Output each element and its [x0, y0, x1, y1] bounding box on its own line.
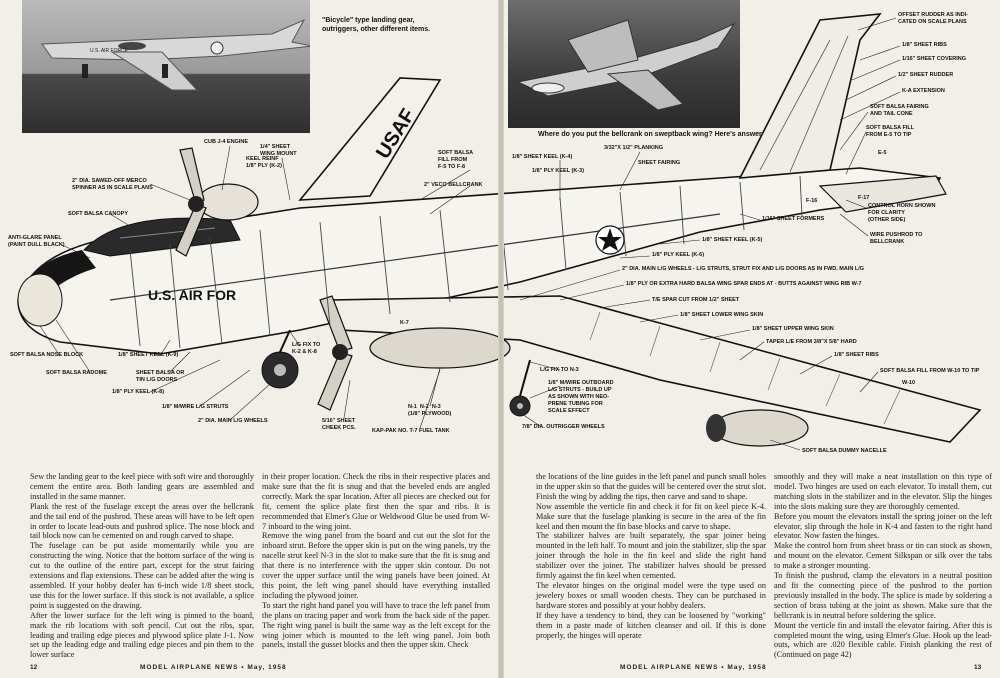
page-number-left: 12: [30, 664, 38, 671]
callout-label: 1/2" SHEET RUDDER: [898, 72, 954, 78]
callout-label: WIRE PUSHROD TO BELLCRANK: [870, 232, 923, 245]
callout-label: 1/8" PLY KEEL (K-6): [652, 252, 705, 258]
callout-label: T/E SPAR CUT FROM 1/2" SHEET: [652, 297, 740, 303]
callout-label: TAPER L/E FROM 3/8"X 5/8" HARD: [766, 339, 857, 345]
callout-label: 1/8" SHEET RIBS: [902, 42, 947, 48]
callout-label: 2" DIA. MAIN L/G WHEELS: [198, 418, 268, 424]
callout-label: SOFT BALSA FAIRING AND TAIL CONE: [870, 104, 929, 117]
callout-label: F-17: [858, 195, 870, 201]
callout-label: KAP-PAK NO. T-7 FUEL TANK: [372, 428, 450, 434]
callout-label: ANTI-GLARE PANEL (PAINT DULL BLACK): [8, 235, 65, 248]
callout-label: 2" VECO BELLCRANK: [424, 182, 483, 188]
aircraft-photo-right-graphic: [516, 19, 736, 111]
footer-right: MODEL AIRPLANE NEWS • May, 1958: [620, 664, 767, 671]
callout-label: 1/8" SHEET RIBS: [834, 352, 879, 358]
aircraft-photo-left: U.S. AIR FORCE: [22, 0, 310, 133]
page-number-right: 13: [974, 664, 982, 671]
callout-label: F-16: [806, 198, 818, 204]
callout-label: 1/16" SHEET FORMERS: [762, 216, 825, 222]
article-column-4: smoothly and they will make a neat insta…: [774, 472, 992, 660]
callout-label: OFFSET RUDDER AS INDI- CATED ON SCALE PL…: [898, 12, 969, 25]
callout-label: 1/4" SHEET WING MOUNT: [260, 144, 297, 157]
photo-nose-marking: U.S. AIR FORCE: [90, 48, 129, 54]
callout-label: 1/8" PLY KEEL (K-8): [112, 389, 165, 395]
callout-label: 1/8" SHEET KEEL (K-9): [118, 352, 179, 358]
callout-label: SOFT BALSA FILL FROM W-10 TO TIP: [880, 368, 980, 374]
page-gutter: [498, 0, 504, 678]
callout-label: 1/8" SHEET LOWER WING SKIN: [680, 312, 764, 318]
fuselage-marking: U.S. AIR FOR: [148, 287, 236, 303]
callout-label: 1/8" SHEET UPPER WING SKIN: [752, 326, 834, 332]
callout-label: 1/16" SHEET COVERING: [902, 56, 967, 62]
callout-label: L/G FIX TO K-2 & K-8: [292, 342, 321, 355]
callout-label: 5/16" SHEET CHEEK PCS.: [322, 418, 356, 431]
callout-label: KEEL REINF 1/8" PLY (K-2): [246, 156, 282, 169]
callout-label: CONTROL HORN SHOWN FOR CLARITY (OTHER SI…: [868, 203, 936, 223]
callout-label: N-1 N-2 N-3 (1/8" PLYWOOD): [408, 404, 452, 417]
callout-label: SOFT BALSA FILL FROM E-5 TO TIP: [866, 125, 915, 138]
callout-label: 1/8" SHEET KEEL (K-5): [702, 237, 763, 243]
footer-left: MODEL AIRPLANE NEWS • May, 1958: [140, 664, 287, 671]
callout-label: K-7: [400, 320, 409, 326]
caption-right: Where do you put the bellcrank on sweptb…: [538, 131, 764, 138]
callout-label: CUB J-4 ENGINE: [204, 139, 249, 145]
caption-left: "Bicycle" type landing gear, outriggers,…: [322, 17, 431, 33]
callout-label: SOFT BALSA NOSE BLOCK: [10, 352, 84, 358]
callout-label: 7/8" DIA. OUTRIGGER WHEELS: [522, 424, 605, 430]
callout-label: 1/8" M/WIRE L/G STRUTS: [162, 404, 229, 410]
callout-label: 1/8" PLY KEEL (K-3): [532, 168, 585, 174]
aircraft-photo-left-graphic: U.S. AIR FORCE: [41, 18, 310, 91]
article-column-3: the locations of the line guides in the …: [536, 472, 766, 640]
cutaway-drawing: USAF U.S. AIR FOR: [17, 13, 982, 451]
callout-label: SHEET BALSA OR TIN L/G DOORS: [136, 370, 185, 383]
callout-label: 3/32"X 1/2" PLANKING: [604, 145, 664, 151]
callout-label: K-A EXTENSION: [902, 88, 945, 94]
callout-label: 2" DIA. MAIN L/G WHEELS - L/G STRUTS, ST…: [622, 266, 865, 272]
callout-label: 1/8" PLY OR EXTRA HARD BALSA WING SPAR E…: [626, 281, 862, 287]
callout-label: W-10: [902, 380, 916, 386]
callout-label: SOFT BALSA RADOME: [46, 370, 107, 376]
article-column-2: in their proper location. Check the ribs…: [262, 472, 490, 650]
callout-label: 1/8" SHEET KEEL (K-4): [512, 154, 573, 160]
aircraft-photo-right: [508, 0, 740, 128]
callout-label: L/G FIX TO N-3: [540, 367, 579, 373]
callout-label: E-5: [878, 150, 887, 156]
callout-label: 1/8" M/WIRE OUTBOARD L/G STRUTS - BUILD …: [548, 380, 614, 414]
callout-label: SOFT BALSA DUMMY NACELLE: [802, 448, 887, 454]
article-column-1: Sew the landing gear to the keel piece w…: [30, 472, 254, 660]
callout-label: SHEET FAIRING: [638, 160, 681, 166]
callout-label: 2" DIA. SAWED-OFF MERCO SPINNER AS IN SC…: [72, 178, 153, 191]
callout-label: SOFT BALSA CANOPY: [68, 211, 128, 217]
callout-label: SOFT BALSA FILL FROM F-5 TO F-8: [438, 150, 474, 170]
